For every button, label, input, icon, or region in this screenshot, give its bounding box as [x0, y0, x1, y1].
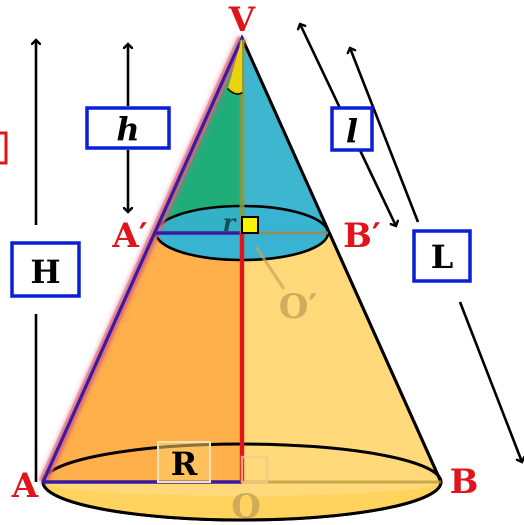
box-R: [157, 441, 211, 483]
apex-angle-fill: [228, 38, 242, 94]
point-O: O: [231, 487, 261, 525]
box-L: [412, 229, 472, 283]
arrow-L-bottom: [458, 301, 522, 462]
label-R: R: [171, 445, 198, 483]
box-l: [330, 106, 374, 152]
box-H: [10, 241, 81, 298]
point-V: V: [228, 0, 256, 40]
label-h: h: [116, 110, 139, 148]
right-angle-bottom: [240, 455, 269, 484]
box-h: [85, 106, 171, 150]
point-B: B: [450, 462, 479, 502]
label-r: r: [223, 208, 238, 237]
label-H: H: [30, 253, 60, 291]
arrow-L-top: [350, 48, 420, 223]
point-A-prime: A′: [111, 216, 147, 256]
triangle-edges: [38, 36, 247, 484]
cone-edge-right: [240, 37, 443, 483]
label-L: L: [431, 238, 454, 276]
point-A: A: [11, 466, 39, 506]
point-O-prime: O′: [279, 287, 318, 327]
label-l: l: [346, 112, 358, 150]
clipped-red-box: [0, 131, 8, 165]
right-angle-top: [241, 216, 259, 234]
o-prime-leader: [254, 246, 286, 290]
point-B-prime: B′: [343, 216, 381, 256]
base-front-band: [43, 482, 441, 520]
